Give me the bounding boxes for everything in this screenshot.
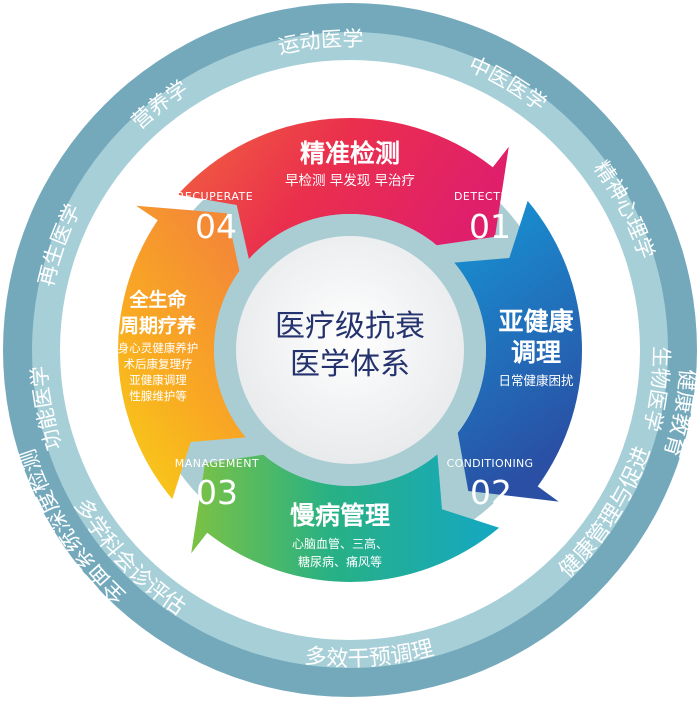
management-title: 慢病管理 bbox=[290, 501, 390, 530]
segment-detection-arrow bbox=[177, 118, 509, 259]
conditioning-title-line1: 亚健康 bbox=[498, 307, 574, 336]
detection-title: 精准检测 bbox=[300, 139, 400, 168]
segment-conditioning-arrow bbox=[454, 200, 582, 502]
center-title-line1: 医疗级抗衰 bbox=[275, 309, 425, 344]
center-title-line2: 医学体系 bbox=[290, 347, 410, 382]
recuperate-line4: 性腺维护等 bbox=[129, 389, 187, 403]
conditioning-subtitle: 日常健康困扰 bbox=[498, 373, 574, 388]
segment-management bbox=[191, 454, 500, 582]
segment-detection bbox=[177, 118, 509, 259]
recuperate-texts: RECUPERATE 04 全生命 周期疗养 身心灵健康养护 术后康复理疗 亚健… bbox=[118, 190, 253, 403]
management-line1: 心脑血管、三高、 bbox=[292, 536, 388, 551]
management-label: MANAGEMENT bbox=[175, 457, 259, 470]
recuperate-line1: 身心灵健康养护 bbox=[118, 341, 199, 355]
detection-number: 01 bbox=[469, 207, 511, 246]
detection-subtitle: 早检测 早发现 早治疗 bbox=[285, 173, 415, 189]
detection-texts: 精准检测 早检测 早发现 早治疗 DETECTION 01 bbox=[285, 139, 522, 246]
management-number: 03 bbox=[196, 473, 238, 512]
segment-conditioning bbox=[454, 200, 582, 502]
segment-recuperate-arrow bbox=[118, 205, 246, 500]
management-line2: 糖尿病、痛风等 bbox=[298, 554, 382, 569]
segment-management-arrow bbox=[191, 454, 500, 582]
conditioning-title-line2: 调理 bbox=[511, 338, 561, 367]
conditioning-texts: 亚健康 调理 日常健康困扰 CONDITIONING 02 bbox=[447, 307, 575, 512]
detection-label: DETECTION bbox=[454, 190, 522, 203]
recuperate-line2: 术后康复理疗 bbox=[124, 357, 193, 371]
center-circle bbox=[236, 236, 464, 464]
conditioning-label: CONDITIONING bbox=[447, 457, 534, 470]
management-texts: 慢病管理 心脑血管、三高、 糖尿病、痛风等 MANAGEMENT 03 bbox=[175, 457, 390, 569]
segment-recuperate bbox=[118, 205, 246, 500]
recuperate-number: 04 bbox=[195, 207, 237, 246]
recuperate-title-line1: 全生命 bbox=[128, 288, 187, 311]
recuperate-line3: 亚健康调理 bbox=[129, 373, 187, 387]
recuperate-title-line2: 周期疗养 bbox=[120, 314, 196, 337]
conditioning-number: 02 bbox=[470, 473, 512, 512]
recuperate-label: RECUPERATE bbox=[177, 190, 253, 203]
